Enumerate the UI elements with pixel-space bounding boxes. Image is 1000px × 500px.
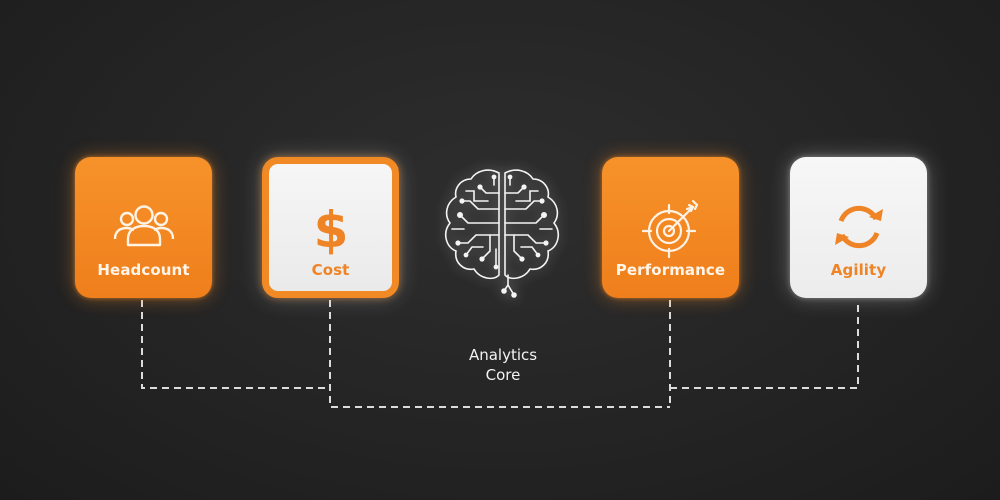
analytics-core-line2: Core: [485, 366, 521, 384]
connector-performance-agility: [670, 300, 859, 389]
target-arrow-icon: [641, 199, 698, 259]
agility-card[interactable]: Agility: [790, 157, 927, 298]
headcount-card[interactable]: Headcount: [75, 157, 212, 298]
people-group-icon: [113, 205, 174, 247]
connector-headcount-cost: [141, 300, 330, 389]
performance-label: Performance: [615, 261, 726, 279]
performance-card[interactable]: Performance: [602, 157, 739, 298]
refresh-cycle-icon: [834, 205, 883, 249]
svg-text:$: $: [313, 201, 348, 259]
dollar-sign-icon: $: [313, 201, 348, 259]
analytics-core-line1: Analytics: [468, 346, 538, 364]
headcount-label: Headcount: [97, 261, 190, 279]
cost-card[interactable]: $ Cost: [262, 157, 399, 298]
cost-label: Cost: [311, 261, 350, 279]
agility-label: Agility: [830, 261, 887, 279]
analytics-core-label: Analytics Core: [443, 345, 563, 385]
circuit-brain-icon: [444, 169, 560, 298]
